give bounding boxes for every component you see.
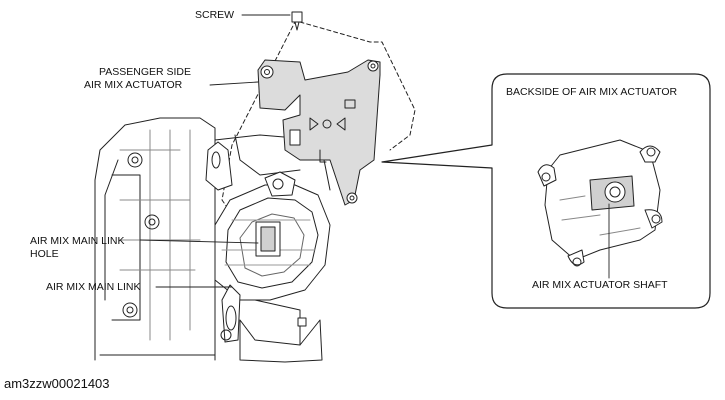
screw-label: SCREW <box>195 9 235 21</box>
screw-part <box>291 11 303 31</box>
figure-id: am3zzw00021403 <box>4 376 110 391</box>
backside-actuator-part <box>537 139 663 267</box>
main-link-label: AIR MIX MAIN LINK <box>46 281 141 293</box>
actuator-shaft-label: AIR MIX ACTUATOR SHAFT <box>532 279 668 291</box>
passenger-actuator-label-line2: AIR MIX ACTUATOR <box>84 79 183 91</box>
air-mix-main-link-part <box>205 141 331 343</box>
leader-lines <box>139 14 610 288</box>
passenger-actuator-label-line1: PASSENGER SIDE <box>99 66 191 78</box>
backside-title-label: BACKSIDE OF AIR MIX ACTUATOR <box>506 86 678 98</box>
passenger-actuator-body <box>257 59 381 206</box>
main-link-hole-label-line2: HOLE <box>30 248 59 260</box>
main-link-hole-label-line1: AIR MIX MAIN LINK <box>30 235 125 247</box>
